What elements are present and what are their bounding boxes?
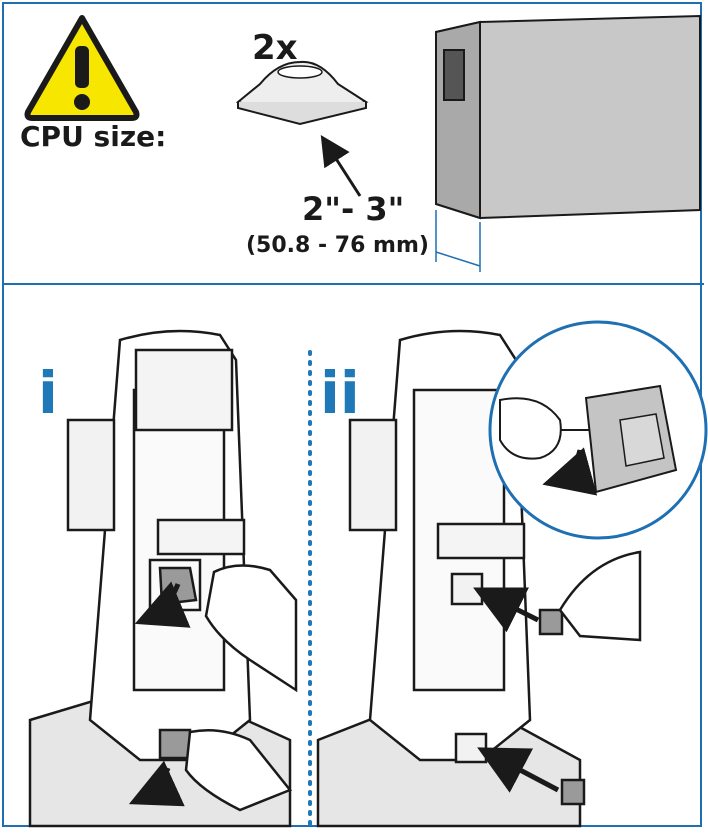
peel-arrow-icon: [542, 447, 598, 496]
rotate-arrow-icon-2: [128, 760, 185, 807]
pointer-arrow: [320, 134, 362, 197]
stand-illustration-step-1: [28, 329, 298, 828]
place-arrow-1: [473, 587, 540, 633]
detail-magnifier: [488, 320, 708, 540]
step-label-2: ii: [320, 359, 360, 427]
place-arrow-2: [477, 747, 560, 793]
cpu-box-illustration: [435, 14, 701, 272]
section-divider: [2, 283, 704, 285]
quantity-label: 2x: [252, 28, 298, 68]
size-range-mm-label: (50.8 - 76 mm): [246, 233, 429, 258]
cpu-size-label: CPU size:: [20, 120, 167, 153]
warning-triangle-icon: [24, 15, 140, 121]
size-range-label: 2"- 3": [302, 190, 405, 228]
rotate-arrow-icon: [134, 581, 191, 628]
adhesive-pad-icon: [235, 60, 369, 126]
step-label-1: i: [38, 359, 58, 427]
